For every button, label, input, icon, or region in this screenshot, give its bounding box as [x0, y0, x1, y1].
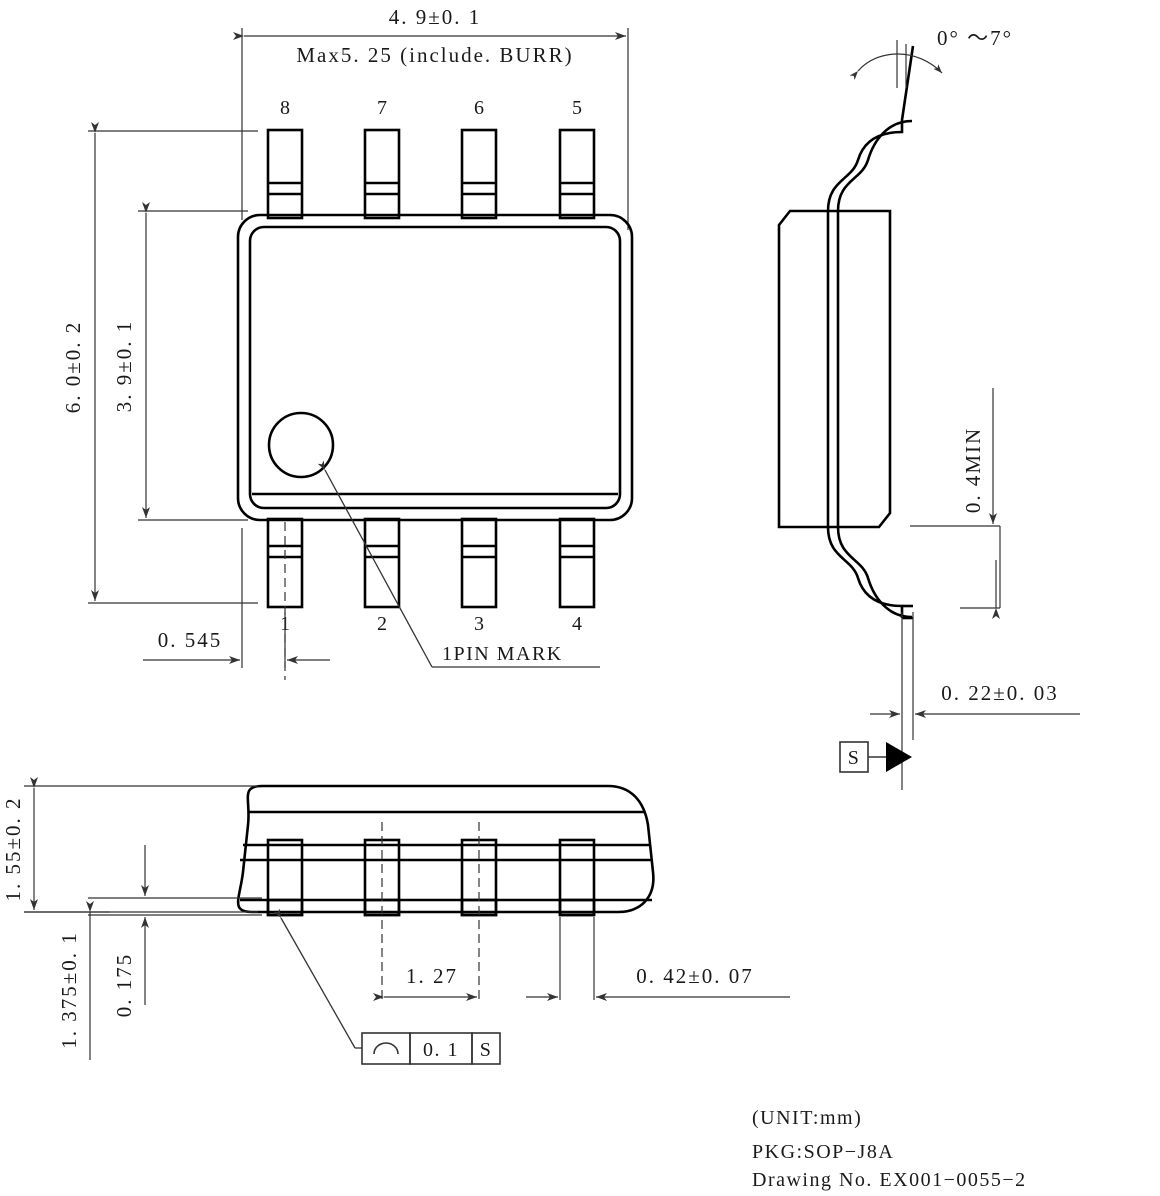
side-view-body — [777, 209, 892, 529]
unit-label: (UNIT:mm) — [752, 1107, 862, 1129]
dim-lead-width: 0. 42±0. 07 — [526, 917, 790, 1001]
dim-overall-length-label: 6. 0±0. 2 — [61, 321, 85, 414]
pin-number-4: 4 — [572, 613, 582, 635]
datum-triangle-icon — [886, 742, 912, 772]
package-label: PKG:SOP−J8A — [752, 1141, 894, 1163]
top-view-body — [236, 213, 634, 522]
dim-lead-thickness: 0. 22±0. 03 — [870, 612, 1080, 790]
side-view: 0° ～7° 0. 4MIN 0. 22±0. 03 S — [777, 26, 1080, 790]
dim-body-width-note: Max5. 25 (include. BURR) — [296, 43, 573, 67]
pin-number-2: 2 — [377, 613, 387, 635]
top-view-lower-leads — [266, 517, 596, 609]
top-view-lower-pin-numbers: 1 2 3 4 — [280, 613, 582, 635]
dim-lead-angle-label: 0° ～7° — [937, 26, 1013, 50]
fcf-leader — [273, 908, 362, 1049]
front-view-leads — [266, 838, 596, 917]
dim-lead-pitch: 1. 27 — [373, 964, 477, 1001]
dim-lead-offset-label: 0. 545 — [158, 628, 223, 652]
pin1-mark-leader: 1PIN MARK — [317, 460, 600, 668]
dim-overall-height-label: 1. 55±0. 2 — [1, 796, 25, 901]
dim-lead-offset: 0. 545 — [143, 528, 330, 668]
datum-feature-s-side: S — [839, 741, 912, 773]
side-view-lower-lead — [826, 526, 904, 618]
pin-number-6: 6 — [474, 97, 484, 119]
dim-body-width-label: 4. 9±0. 1 — [389, 5, 482, 29]
dim-lead-width-label: 0. 42±0. 07 — [636, 964, 754, 988]
top-view-width-extension-lines — [241, 28, 629, 230]
side-view-upper-lead — [826, 45, 915, 212]
drawing-number-label: Drawing No. EX001−0055−2 — [752, 1169, 1027, 1191]
dim-lead-thickness-label: 0. 22±0. 03 — [941, 681, 1059, 705]
pin1-mark-label: 1PIN MARK — [442, 643, 563, 665]
datum-s-label-side: S — [848, 747, 861, 769]
top-view-upper-pin-numbers: 8 7 6 5 — [280, 97, 582, 119]
dim-body-height-label: 1. 375±0. 1 — [57, 931, 81, 1049]
pin-number-7: 7 — [377, 97, 387, 119]
title-block: (UNIT:mm) PKG:SOP−J8A Drawing No. EX001−… — [752, 1107, 1027, 1191]
dim-overall-height: 1. 55±0. 2 — [1, 777, 258, 913]
dim-lead-pitch-label: 1. 27 — [406, 964, 458, 988]
dim-standoff: 0. 4MIN — [910, 388, 1000, 609]
dim-standoff-label: 0. 4MIN — [961, 427, 985, 513]
side-view-lower-lead-inner — [836, 526, 913, 619]
fcf-datum-label: S — [480, 1039, 493, 1061]
pin1-mark-circle — [267, 411, 335, 479]
top-view-upper-leads — [266, 128, 596, 220]
pin-number-8: 8 — [280, 97, 290, 119]
front-view-body — [236, 784, 655, 914]
feature-control-frame: 0. 1 S — [361, 1032, 501, 1065]
dim-body-height: 1. 375±0. 1 — [24, 901, 110, 1060]
dim-body-length: 3. 9±0. 1 — [112, 202, 248, 521]
side-view-upper-lead-inner — [836, 119, 913, 212]
dim-body-width: 4. 9±0. 1 Max5. 25 (include. BURR) — [233, 5, 626, 67]
pin-number-5: 5 — [572, 97, 582, 119]
dim-overall-length: 6. 0±0. 2 — [61, 122, 258, 604]
profile-of-surface-icon — [373, 1042, 399, 1055]
dim-standoff-height-label: 0. 175 — [112, 953, 136, 1018]
dim-lead-angle: 0° ～7° — [849, 26, 1013, 88]
dim-body-length-label: 3. 9±0. 1 — [112, 320, 136, 413]
dim-standoff-height: 0. 175 — [88, 845, 262, 1017]
top-view: 4. 9±0. 1 Max5. 25 (include. BURR) 8 7 — [61, 5, 634, 680]
front-view: 1. 55±0. 2 1. 375±0. 1 0. 175 1. 27 — [1, 777, 790, 1065]
fcf-tolerance-label: 0. 1 — [423, 1039, 459, 1061]
pin-number-3: 3 — [474, 613, 484, 635]
